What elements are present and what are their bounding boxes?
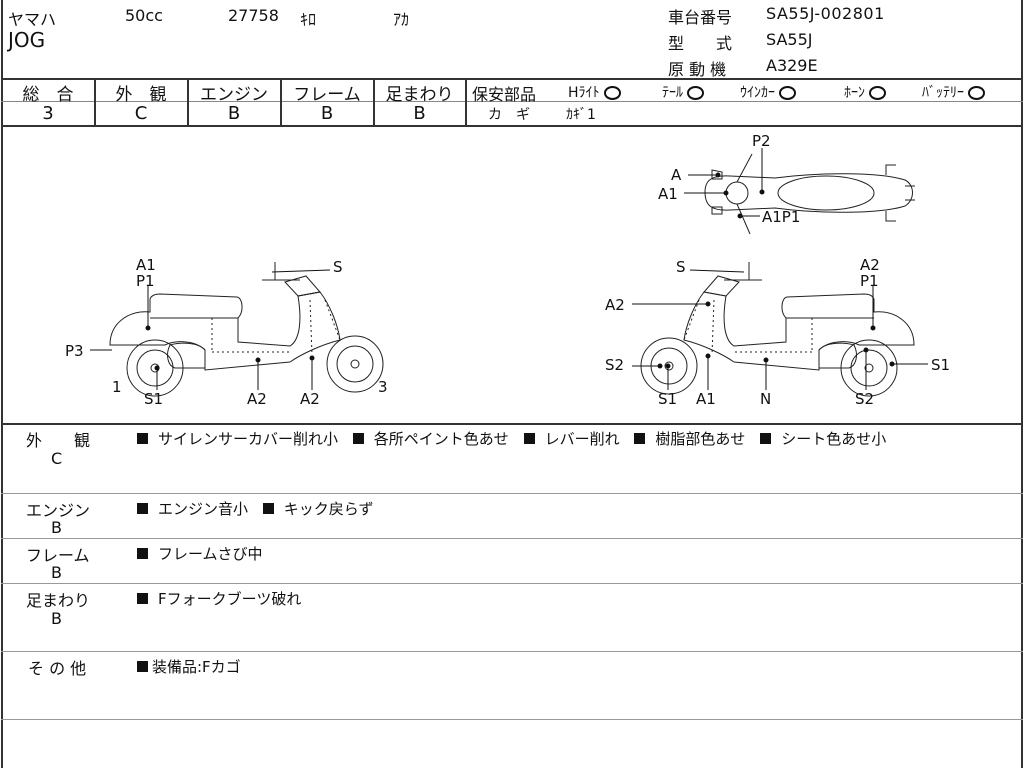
note-suspension-label: 足まわり	[26, 591, 91, 610]
note-frame-items: フレームさび中	[137, 543, 273, 564]
diagram-label: P2	[752, 132, 771, 150]
diagram-label: N	[760, 390, 771, 408]
note-engine-label: エンジン	[26, 501, 91, 520]
grade-suspension-value: B	[413, 103, 426, 124]
diagram-label: S1	[931, 356, 950, 374]
ok-circle-icon	[779, 86, 796, 100]
type-label: 型 式	[668, 34, 733, 53]
note-engine-grade: B	[51, 518, 62, 537]
bullet-square-icon	[523, 433, 535, 444]
note-other-label: そ の 他	[28, 659, 87, 678]
grade-exterior-value: C	[134, 103, 148, 124]
bullet-square-icon	[137, 548, 148, 559]
grade-overall-value: 3	[42, 103, 54, 124]
note-exterior-grade: C	[51, 449, 63, 468]
diagram-label: S	[676, 258, 686, 276]
ok-circle-icon	[687, 86, 704, 100]
bullet-square-icon	[137, 661, 148, 672]
grade-frame-label: フレーム	[293, 85, 361, 105]
diagram-label: 3	[378, 378, 388, 396]
diagram-label: A1	[136, 256, 156, 274]
safety-item-tail: ﾃｰﾙ	[662, 82, 704, 102]
safety-label: 保安部品	[472, 85, 537, 104]
note-suspension-grade: B	[51, 609, 62, 628]
engine-label: 原 動 機	[668, 60, 727, 79]
grade-suspension-label: 足まわり	[385, 85, 454, 105]
note-exterior-label: 外 観	[26, 431, 91, 450]
note-other-items: 装備品:Fカゴ	[137, 656, 251, 677]
note-frame-label: フレーム	[26, 546, 90, 565]
frame-label: 車台番号	[668, 8, 733, 27]
bullet-square-icon	[352, 433, 364, 444]
note-frame-grade: B	[51, 563, 62, 582]
bullet-square-icon	[634, 433, 646, 444]
safety-item-winker: ｳｲﾝｶｰ	[740, 82, 796, 102]
bullet-square-icon	[137, 503, 148, 514]
note-exterior-items: サイレンサーカバー削れ小 各所ペイント色あせ レバー削れ 樹脂部色あせ シート色…	[137, 428, 886, 449]
diagram-label: A1	[658, 185, 678, 203]
ok-circle-icon	[869, 86, 886, 100]
diagram-label: P1	[860, 272, 879, 290]
diagram-label: P1	[136, 272, 155, 290]
scooter-top-view	[704, 153, 915, 235]
safety-item-horn: ﾎｰﾝ	[844, 82, 886, 102]
engine-value: A329E	[766, 56, 818, 75]
diagram-label: S2	[855, 390, 874, 408]
diagram-label: S2	[605, 356, 624, 374]
displacement: 50cc	[125, 6, 163, 25]
ok-circle-icon	[603, 86, 621, 100]
diagram-label: A2	[860, 256, 880, 274]
ok-circle-icon	[968, 86, 985, 100]
grade-frame-value: B	[320, 103, 334, 124]
scooter-left-view	[109, 262, 384, 397]
diagram-label: S1	[658, 390, 677, 408]
diagram-label: S1	[144, 390, 163, 408]
key-value: ｶｷﾞ1	[566, 107, 596, 123]
model-name: JOG	[8, 28, 46, 52]
mileage-unit: ｷﾛ	[300, 10, 317, 29]
bullet-square-icon	[137, 593, 148, 604]
diagram-label: A	[671, 166, 682, 184]
color: ｱｶ	[393, 10, 410, 29]
diagram-label: 1	[112, 378, 122, 396]
grade-overall-label: 総 合	[22, 85, 74, 105]
safety-item-battery: ﾊﾞｯﾃﾘｰ	[922, 82, 985, 102]
bullet-square-icon	[760, 433, 772, 444]
diagram-label: A2	[605, 296, 625, 314]
bullet-square-icon	[137, 433, 148, 444]
frame-number: SA55J-002801	[766, 4, 885, 23]
diagram-label: A2	[247, 390, 267, 408]
mileage: 27758	[228, 6, 279, 25]
note-engine-items: エンジン音小 キック戻らず	[137, 498, 384, 519]
diagram-label: A1P1	[762, 208, 800, 226]
key-label: カ ギ	[488, 107, 530, 123]
maker: ヤマハ	[8, 10, 57, 29]
diagram-label: A1	[696, 390, 716, 408]
grade-engine-value: B	[227, 103, 241, 124]
diagram-label: S	[333, 258, 343, 276]
grade-engine-label: エンジン	[200, 85, 268, 105]
type-value: SA55J	[766, 30, 813, 49]
damage-diagram: A1 P1 S P3 1 S1 A2 A2 3 S A2 A2 P1 S2 S1…	[65, 132, 950, 408]
note-suspension-items: Fフォークブーツ破れ	[137, 588, 311, 609]
bullet-square-icon	[262, 503, 274, 514]
diagram-label: A2	[300, 390, 320, 408]
diagram-label: P3	[65, 342, 84, 360]
safety-item-headlight: Hﾗｲﾄ	[568, 82, 621, 102]
grade-exterior-label: 外 観	[115, 85, 167, 105]
